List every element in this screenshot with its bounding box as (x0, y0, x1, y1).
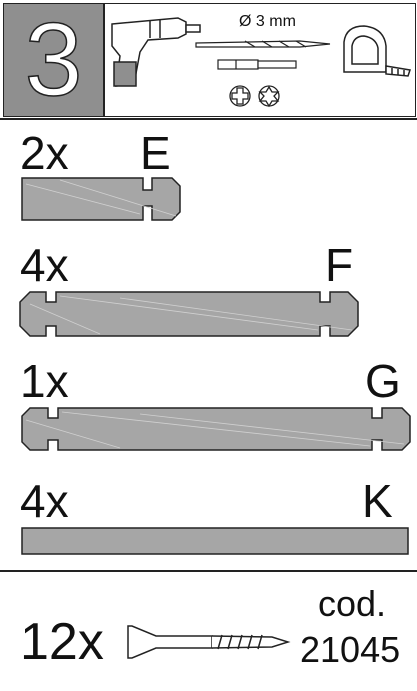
section-divider (0, 570, 417, 572)
part-g-label: G (365, 355, 401, 407)
screw-icon (127, 625, 291, 659)
part-k-board (21, 527, 409, 555)
tape-measure-icon (343, 25, 411, 77)
part-k-quantity: 4x (20, 475, 69, 527)
screwdriver-bit-icon (217, 59, 297, 70)
part-drawings (19, 177, 411, 555)
part-k-label: K (362, 475, 393, 527)
drill-bit-size-label: Ø 3 mm (239, 13, 296, 30)
part-g-quantity: 1x (20, 355, 69, 407)
step-number-box: 3 (3, 3, 104, 117)
phillips-head-icon (229, 85, 251, 107)
step-number: 3 (24, 2, 83, 118)
part-f-board (19, 291, 359, 337)
step-header: 3 Ø 3 mm (0, 0, 417, 120)
part-e-label: E (140, 127, 171, 179)
drill-icon (111, 17, 201, 87)
torx-head-icon (258, 85, 280, 108)
article-code-value: 21045 (300, 629, 401, 670)
wood-grain-lines (25, 179, 405, 449)
drill-bit-icon (195, 40, 331, 48)
part-f-quantity: 4x (20, 239, 69, 291)
tool-icons (111, 17, 411, 108)
screw-quantity: 12x (20, 613, 104, 671)
part-e-quantity: 2x (20, 127, 69, 179)
part-e-board (21, 177, 181, 221)
part-f-label: F (325, 239, 354, 291)
article-code-label: cod. (318, 583, 387, 624)
required-tools: Ø 3 mm (104, 3, 416, 117)
